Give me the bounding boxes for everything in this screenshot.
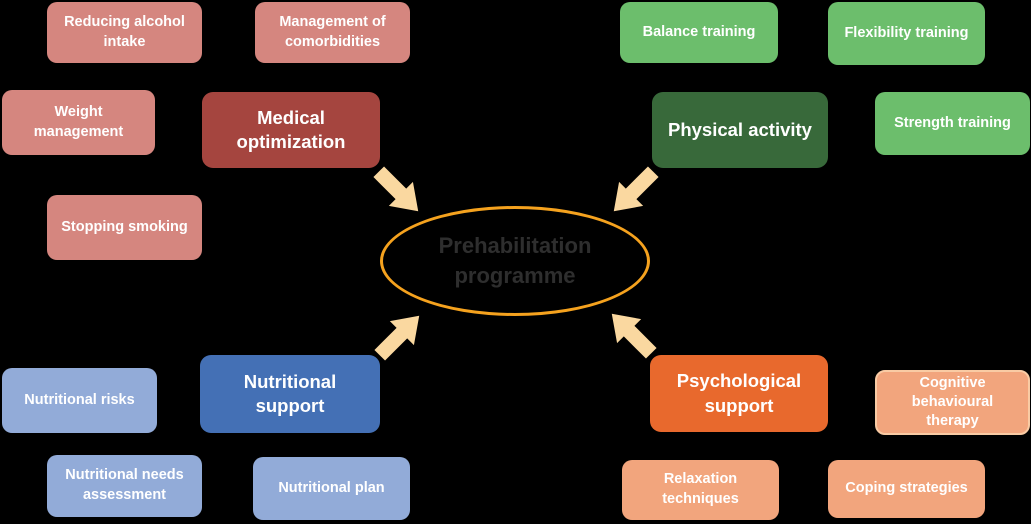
box-nutritional-support: Nutritional support (200, 355, 380, 433)
box-weight-management: Weight management (2, 90, 155, 155)
box-management-of-comorbidities: Management of comorbidities (255, 2, 410, 63)
box-flexibility-training: Flexibility training (828, 2, 985, 65)
box-psychological-support: Psychological support (650, 355, 828, 432)
box-reducing-alcohol-intake: Reducing alcohol intake (47, 2, 202, 63)
box-label: Strength training (894, 114, 1011, 131)
box-label: Reducing alcohol intake (64, 13, 185, 50)
box-label: Flexibility training (844, 24, 969, 41)
box-nutritional-risks: Nutritional risks (2, 368, 157, 433)
box-physical-activity: Physical activity (652, 92, 828, 168)
box-label: Cognitive behavioural therapy (911, 375, 994, 429)
box-label: Nutritional support (243, 370, 337, 416)
box-label: Management of comorbidities (279, 13, 386, 50)
box-label: Nutritional plan (278, 479, 385, 496)
centre-label: Prehabilitation programme (438, 233, 592, 288)
arrow-physical-to-centre-icon (613, 166, 659, 212)
box-label: Weight management (33, 103, 124, 140)
box-label: Relaxation techniques (662, 471, 739, 507)
box-label: Nutritional needs assessment (65, 467, 184, 503)
centre-ellipse: Prehabilitation programme (380, 206, 650, 316)
box-label: Balance training (642, 23, 756, 40)
box-nutritional-needs-assessment: Nutritional needs assessment (47, 455, 202, 517)
box-label: Physical activity (668, 118, 812, 140)
box-cognitive-behavioural-therapy: Cognitive behavioural therapy (875, 370, 1030, 435)
arrow-psychological-to-centre-icon (611, 313, 657, 359)
box-relaxation-techniques: Relaxation techniques (622, 460, 779, 520)
box-stopping-smoking: Stopping smoking (47, 195, 202, 260)
box-label: Stopping smoking (61, 218, 188, 235)
box-label: Coping strategies (845, 480, 968, 497)
box-label: Nutritional risks (24, 391, 135, 408)
box-label: Psychological support (676, 370, 802, 416)
box-balance-training: Balance training (620, 2, 778, 63)
box-nutritional-plan: Nutritional plan (253, 457, 410, 520)
arrow-nutritional-to-centre-icon (374, 315, 420, 361)
arrow-medical-to-centre-icon (373, 166, 419, 212)
box-label: Medical optimization (236, 106, 346, 152)
box-strength-training: Strength training (875, 92, 1030, 155)
box-medical-optimization: Medical optimization (202, 92, 380, 168)
box-coping-strategies: Coping strategies (828, 460, 985, 518)
